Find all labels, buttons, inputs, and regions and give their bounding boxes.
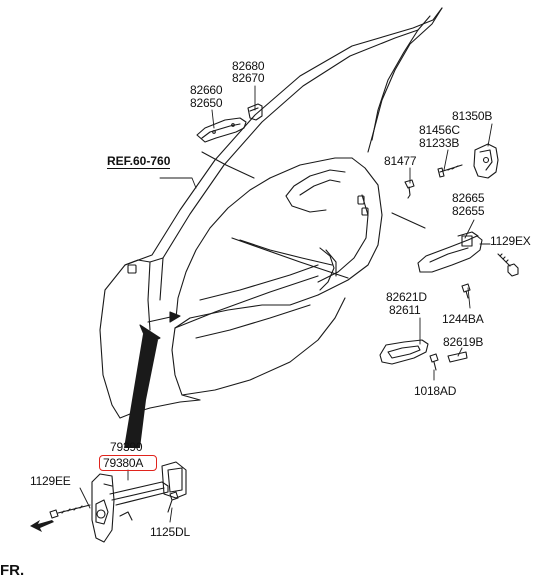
part-label-1129ex: 1129EX xyxy=(490,234,531,248)
part-label-1244ba: 1244BA xyxy=(442,312,484,326)
part-label-82611: 82611 xyxy=(389,303,421,317)
highlight-box xyxy=(99,455,157,471)
door-trim-lines xyxy=(201,151,426,279)
part-label-81456c: 81456C xyxy=(419,123,460,137)
reference-label: REF.60-760 xyxy=(107,154,171,169)
door-outer-panel xyxy=(99,7,443,419)
hinge-slots xyxy=(127,195,369,274)
direction-label: FR. xyxy=(0,562,25,579)
part-label-81350b: 81350B xyxy=(452,109,493,123)
door-inner-frame xyxy=(124,157,383,415)
part-label-1018ad: 1018AD xyxy=(414,384,457,398)
cap-82619b-shape xyxy=(447,351,468,363)
bolt-1129ex-shape xyxy=(497,253,519,277)
latch-screw-shape xyxy=(437,164,463,178)
part-label-81233b: 81233B xyxy=(419,136,460,150)
inside-handle-bezel-shape xyxy=(379,339,429,365)
bolt-81477-shape xyxy=(404,179,415,199)
callout-leaders xyxy=(79,85,493,523)
checker-bolts-shape xyxy=(49,491,179,519)
door-checker-shape xyxy=(91,461,187,543)
door-to-checker-band xyxy=(124,334,158,448)
front-arrow-icon xyxy=(30,520,54,532)
outside-handle-shape xyxy=(196,117,247,143)
part-label-82655: 82655 xyxy=(452,204,485,218)
part-label-82660: 82660 xyxy=(190,83,223,97)
part-label-1129ee: 1129EE xyxy=(30,474,71,488)
part-label-82621d: 82621D xyxy=(386,290,427,304)
part-label-82619b: 82619B xyxy=(443,335,484,349)
screw-1018ad-shape xyxy=(429,353,439,371)
part-label-81477: 81477 xyxy=(384,154,417,168)
part-label-82665: 82665 xyxy=(452,191,485,205)
part-label-1125dl: 1125DL xyxy=(150,525,190,539)
part-label-79390: 79390 xyxy=(110,440,143,454)
door-latch-shape xyxy=(473,143,499,179)
part-label-82680: 82680 xyxy=(232,59,265,73)
part-label-82650: 82650 xyxy=(190,96,223,110)
handle-cover-shape xyxy=(247,103,263,121)
door-inside-handle-shape xyxy=(417,231,483,273)
screw-1244ba-shape xyxy=(461,283,471,299)
part-label-82670: 82670 xyxy=(232,71,265,85)
part-label-79380a: 79380A xyxy=(103,456,144,470)
